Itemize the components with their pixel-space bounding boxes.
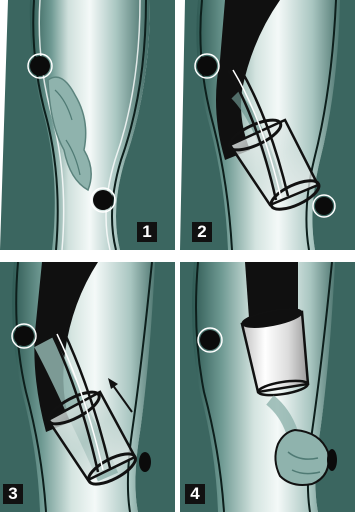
vessel-clamp-icon [139, 452, 151, 472]
panel-1: 1 [0, 0, 175, 250]
panel-1-illustration [0, 0, 175, 250]
vessel-clamp-icon [14, 326, 34, 346]
panel-2-number: 2 [192, 222, 212, 242]
panel-3-illustration [0, 262, 175, 512]
panel-2: 2 [180, 0, 355, 250]
panel-2-illustration [180, 0, 355, 250]
vessel-clamp-icon [327, 449, 337, 471]
vessel-clamp-icon [200, 330, 220, 350]
vessel-clamp-icon [30, 56, 50, 76]
vessel-clamp-icon [197, 56, 217, 76]
vessel-clamp-icon [315, 197, 333, 215]
panel-4-number: 4 [185, 484, 205, 504]
panel-1-number: 1 [137, 222, 157, 242]
panel-4: 4 [180, 262, 355, 512]
panel-3-number: 3 [3, 484, 23, 504]
vessel-clamp-icon [93, 190, 113, 210]
panel-4-illustration [180, 262, 355, 512]
panel-3: 3 [0, 262, 175, 512]
